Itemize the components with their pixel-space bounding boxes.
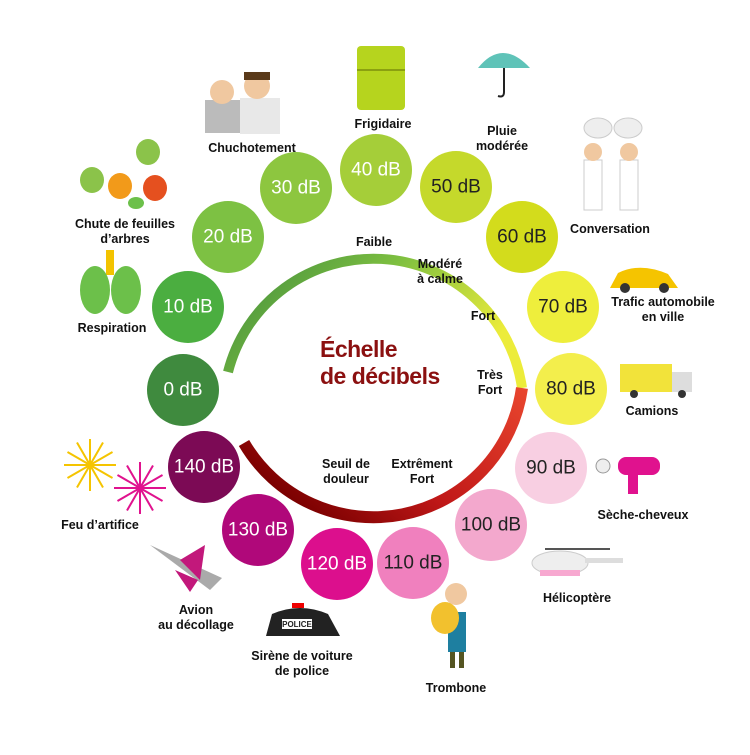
source-label: Conversation [570, 222, 650, 236]
source-label: Frigidaire [355, 117, 412, 131]
level-disc [301, 528, 373, 600]
level-disc [168, 431, 240, 503]
level-circle: 40 dB [340, 134, 412, 206]
source-label: au décollage [158, 618, 234, 632]
trombone-player-icon [431, 583, 467, 668]
level-circle: 80 dB [535, 353, 607, 425]
umbrella-rain-icon [478, 53, 530, 98]
scale-arc-quiet [223, 253, 527, 389]
source-label: d’arbres [100, 232, 149, 246]
level-disc [420, 151, 492, 223]
level-disc [147, 354, 219, 426]
people-talking-icon [583, 117, 643, 211]
level-circle: 30 dB [260, 152, 332, 224]
scale-label: Seuil de [322, 457, 370, 471]
scale-arc-loud [238, 387, 528, 524]
scale-label: Extrêment [391, 457, 453, 471]
level-label: 20 dB [203, 227, 253, 248]
level-circle: 60 dB [486, 201, 558, 273]
whispering-people-icon [205, 72, 280, 134]
source-label: de police [275, 664, 329, 678]
lungs-icon [80, 250, 141, 314]
level-circle: 70 dB [527, 271, 599, 343]
level-label: 120 dB [307, 554, 367, 575]
level-circle: 120 dB [301, 528, 373, 600]
scale-label: Faible [356, 235, 392, 249]
level-label: 130 dB [228, 520, 288, 541]
scale-label: Fort [478, 383, 503, 397]
scale-label: Fort [410, 472, 435, 486]
level-disc [260, 152, 332, 224]
leaves-icon [80, 139, 167, 209]
level-label: 90 dB [526, 458, 576, 479]
level-disc [486, 201, 558, 273]
source-label: Camions [626, 404, 679, 418]
level-disc [535, 353, 607, 425]
source-label: en ville [642, 310, 684, 324]
level-label: 30 dB [271, 178, 321, 199]
level-label: 140 dB [174, 457, 234, 478]
level-circle: 100 dB [455, 489, 527, 561]
source-label: Pluie [487, 124, 517, 138]
source-label: Avion [179, 603, 213, 617]
level-label: 50 dB [431, 177, 481, 198]
scale-label: Fort [471, 309, 496, 323]
level-circle: 140 dB [168, 431, 240, 503]
police-car-icon: POLICE [266, 603, 340, 636]
level-circle: 0 dB [147, 354, 219, 426]
level-disc [377, 527, 449, 599]
source-label: Trafic automobile [611, 295, 715, 309]
fridge-icon [357, 46, 405, 110]
level-circle: 90 dB [515, 432, 587, 504]
source-label: modérée [476, 139, 528, 153]
level-disc [455, 489, 527, 561]
level-disc [527, 271, 599, 343]
level-disc [515, 432, 587, 504]
source-label: Sèche-cheveux [597, 508, 688, 522]
level-circle: 20 dB [192, 201, 264, 273]
level-circle: 130 dB [222, 494, 294, 566]
helicopter-icon [531, 548, 623, 576]
scale-label: douleur [323, 472, 369, 486]
level-label: 110 dB [384, 553, 443, 574]
scale-label: Très [477, 368, 503, 382]
scale-label: à calme [417, 272, 463, 286]
scale-label: Modéré [418, 257, 463, 271]
level-disc [152, 271, 224, 343]
diagram-title: Échelle [320, 335, 397, 362]
level-label: 10 dB [163, 297, 213, 318]
car-icon [610, 267, 678, 293]
source-label: Respiration [78, 321, 147, 335]
source-label: Chuchotement [208, 141, 296, 155]
source-label: Feu d’artifice [61, 518, 139, 532]
level-circle: 10 dB [152, 271, 224, 343]
level-label: 80 dB [546, 379, 596, 400]
source-label: Sirène de voiture [251, 649, 352, 663]
level-disc [192, 201, 264, 273]
level-disc [222, 494, 294, 566]
source-label: Trombone [426, 681, 486, 695]
fireworks-icon [64, 439, 166, 514]
police-badge: POLICE [282, 620, 312, 629]
level-circle: 110 dB [377, 527, 449, 599]
level-label: 100 dB [461, 515, 521, 536]
level-circle: 50 dB [420, 151, 492, 223]
level-label: 70 dB [538, 297, 588, 318]
diagram-title: de décibels [320, 363, 440, 389]
level-disc [340, 134, 412, 206]
level-label: 60 dB [497, 227, 547, 248]
source-label: Chute de feuilles [75, 217, 175, 231]
source-label: Hélicoptère [543, 591, 611, 605]
truck-icon [620, 364, 692, 398]
jet-plane-icon [150, 545, 222, 592]
level-label: 0 dB [163, 380, 202, 401]
level-label: 40 dB [351, 160, 401, 181]
hair-dryer-icon [595, 457, 660, 494]
